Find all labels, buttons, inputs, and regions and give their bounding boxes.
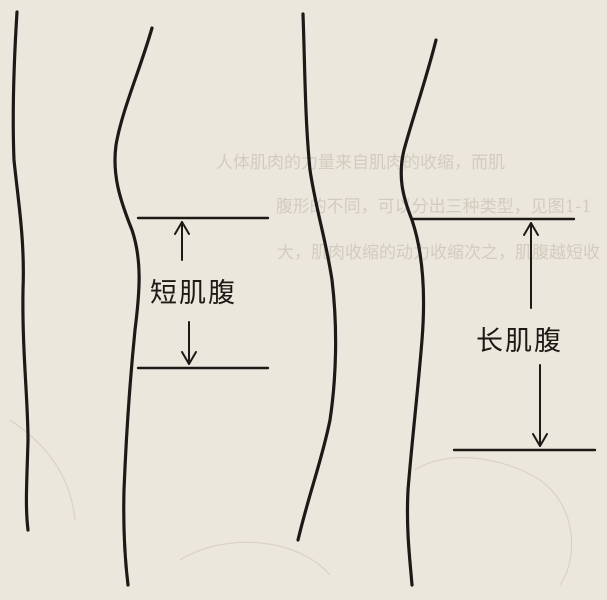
short-belly-leg: 短肌腹 [13,12,268,585]
long-belly-upper-arrow [524,223,538,308]
long-belly-lower-arrow [533,365,547,446]
bleed-through-sketch [415,458,572,585]
bleed-through-sketch [180,542,330,575]
short-belly-lower-arrow [182,322,196,364]
short-belly-upper-arrow [175,222,189,260]
long-belly-leg-front-contour [401,40,436,585]
bleed-through-sketch [10,420,75,520]
bleed-through-line: 腹形的不同，可以分出三种类型，见图1-1 [276,197,592,217]
long-belly-leg: 长肌腹 [298,14,595,585]
short-muscle-belly-label: 短肌腹 [150,278,237,309]
long-muscle-belly-label: 长肌腹 [476,326,563,357]
short-belly-leg-back-contour [13,12,28,530]
short-belly-leg-front-contour [115,28,152,585]
bleed-through-line: 人体肌肉的力量来自肌肉的收缩，而肌 [216,153,505,173]
long-belly-leg-back-contour [298,14,336,540]
